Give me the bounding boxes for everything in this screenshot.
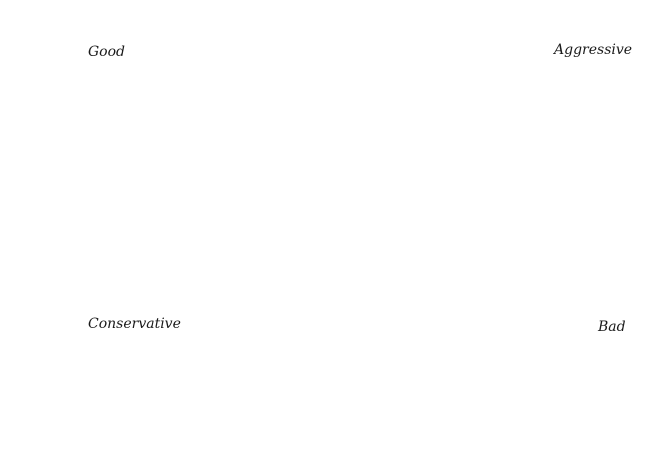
label-bad: Bad xyxy=(598,319,626,335)
label-aggressive: Aggressive xyxy=(554,42,633,58)
label-conservative: Conservative xyxy=(88,316,181,332)
label-good: Good xyxy=(88,44,126,60)
